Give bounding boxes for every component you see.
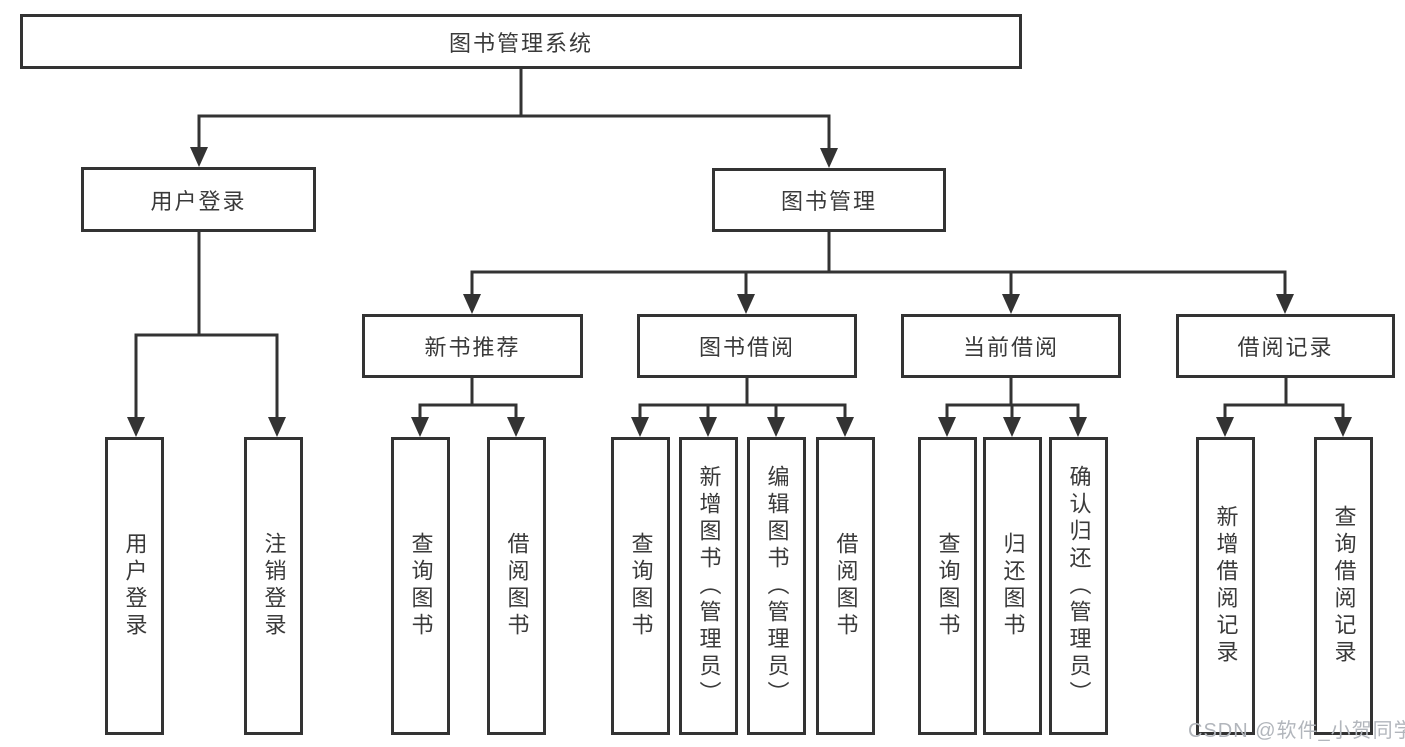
leaf-query-books-current-label: 查询图书 [935,532,961,640]
node-current-borrow-label: 当前借阅 [962,335,1059,360]
leaf-query-books-recommend: 查询图书 [391,437,450,735]
leaf-borrow-books-borrow-label: 借阅图书 [833,532,859,640]
leaf-query-books-borrow-label: 查询图书 [628,532,654,640]
leaf-add-borrow-record: 新增借阅记录 [1196,437,1255,735]
leaf-query-books-borrow: 查询图书 [611,437,670,735]
leaf-logout: 注销登录 [244,437,303,735]
node-book-borrow-label: 图书借阅 [698,335,795,360]
leaf-confirm-return-admin: 确认归还（管理员） [1049,437,1108,735]
leaf-borrow-books-recommend: 借阅图书 [487,437,546,735]
leaf-borrow-books-borrow: 借阅图书 [816,437,875,735]
node-root: 图书管理系统 [20,14,1022,69]
node-new-book-recommend-label: 新书推荐 [424,335,521,360]
node-user-login: 用户登录 [81,167,316,232]
leaf-add-book-admin-label: 新增图书（管理员） [696,464,722,708]
leaf-query-books-recommend-label: 查询图书 [408,532,434,640]
leaf-query-books-current: 查询图书 [918,437,977,735]
leaf-logout-label: 注销登录 [261,532,287,640]
node-book-management-label: 图书管理 [780,189,877,214]
leaf-add-book-admin: 新增图书（管理员） [679,437,738,735]
node-user-login-label: 用户登录 [150,188,247,214]
leaf-confirm-return-admin-label: 确认归还（管理员） [1066,464,1092,708]
leaf-query-borrow-record-label: 查询借阅记录 [1331,505,1357,667]
node-current-borrow: 当前借阅 [901,314,1121,378]
node-new-book-recommend: 新书推荐 [362,314,583,378]
node-root-label: 图书管理系统 [448,30,593,56]
leaf-edit-book-admin-label: 编辑图书（管理员） [764,464,790,708]
node-book-borrow: 图书借阅 [637,314,857,378]
node-borrow-records: 借阅记录 [1176,314,1395,378]
leaf-borrow-books-recommend-label: 借阅图书 [504,532,530,640]
leaf-edit-book-admin: 编辑图书（管理员） [747,437,806,735]
node-book-management: 图书管理 [712,168,946,232]
leaf-user-login: 用户登录 [105,437,164,735]
csdn-watermark: CSDN @软件_小贺同学 [1188,720,1405,742]
node-borrow-records-label: 借阅记录 [1237,335,1334,360]
leaf-return-book: 归还图书 [983,437,1042,735]
leaf-return-book-label: 归还图书 [1000,532,1026,640]
leaf-add-borrow-record-label: 新增借阅记录 [1213,505,1239,667]
leaf-query-borrow-record: 查询借阅记录 [1314,437,1373,735]
leaf-user-login-label: 用户登录 [122,532,148,640]
